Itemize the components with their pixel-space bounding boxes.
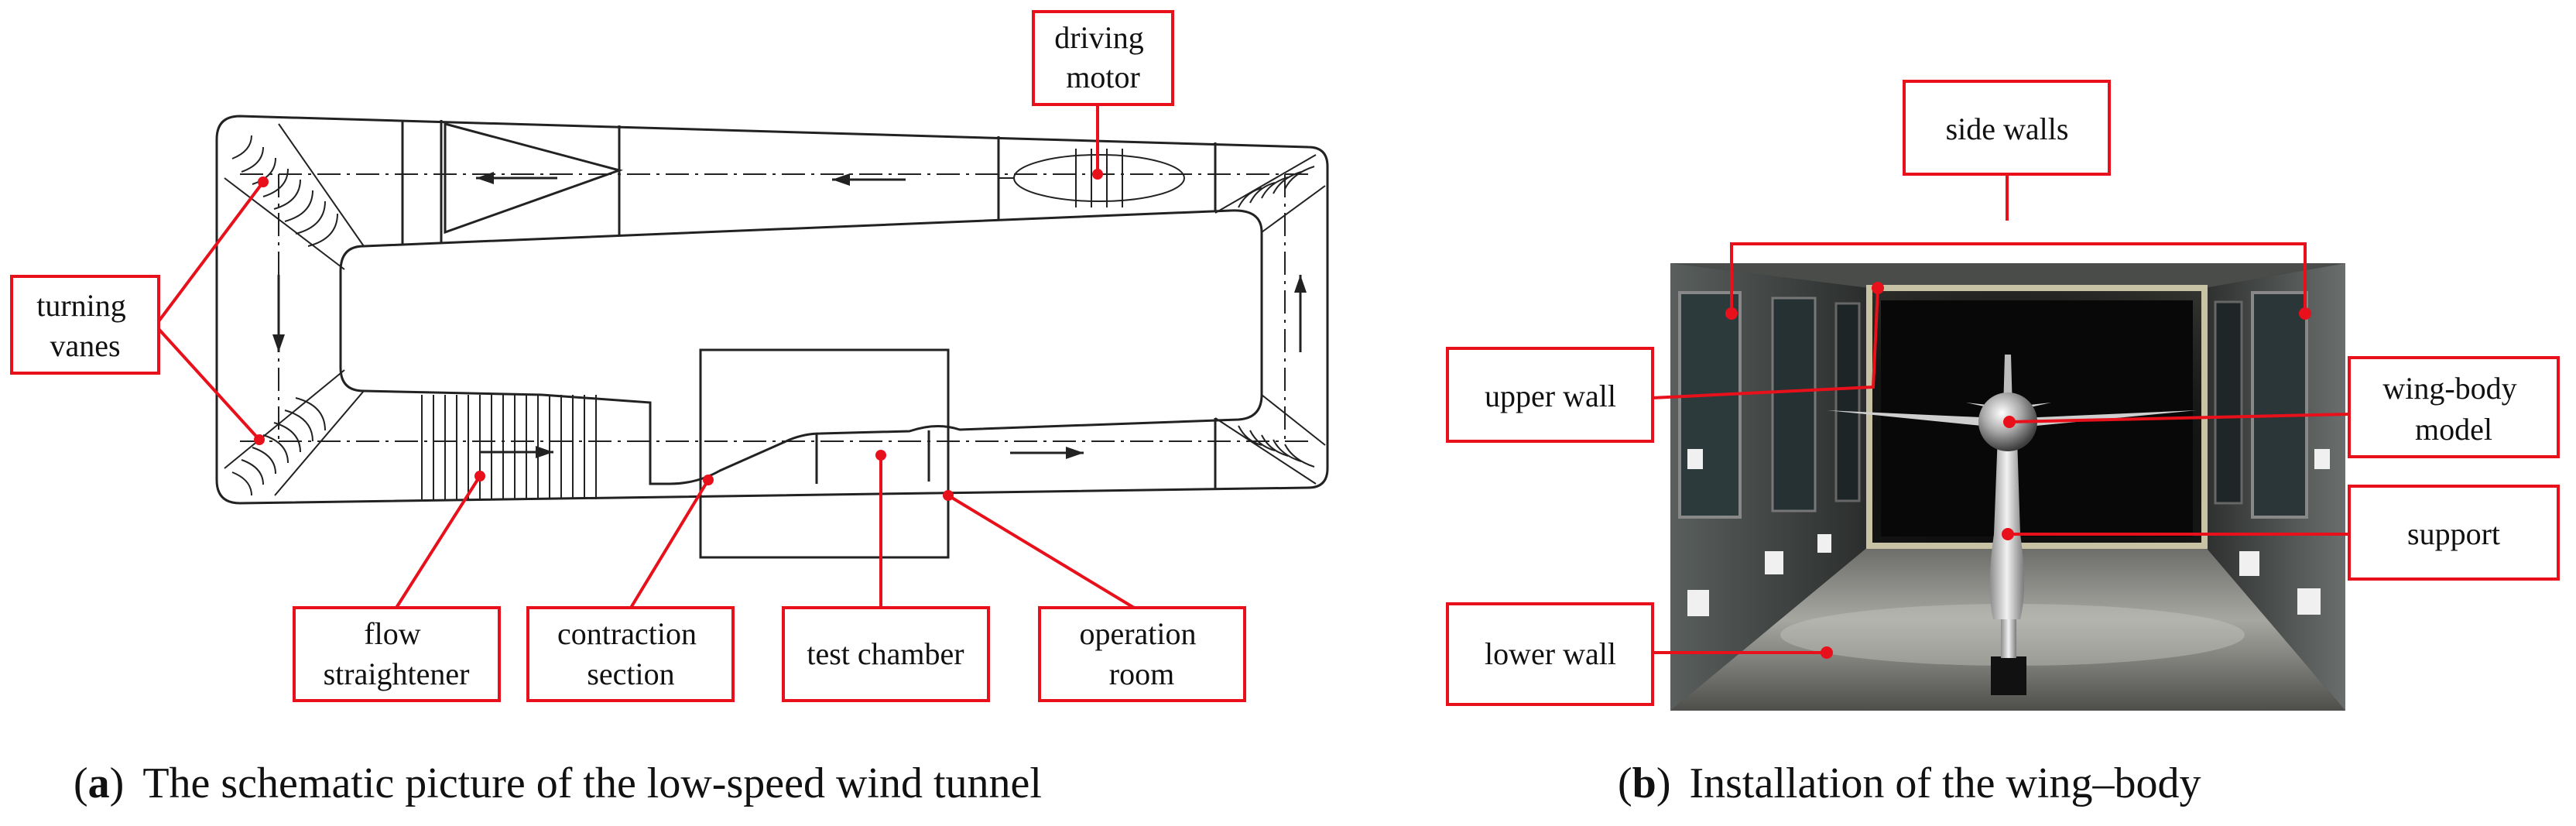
driving-motor-box	[1032, 10, 1174, 106]
photo-support-strut	[1989, 414, 2024, 619]
panel-b-callouts	[1446, 80, 2560, 706]
operation-room-label: operation room	[1079, 616, 1204, 691]
tunnel-inner-outline	[339, 209, 1263, 485]
photo-support-base	[1991, 656, 2026, 695]
upper-wall-label: upper wall	[1485, 379, 1616, 413]
flow-arrow	[1010, 447, 1084, 459]
callout-dot	[2002, 528, 2014, 540]
photo-ceiling	[1670, 263, 2345, 288]
driving-motor-label: driving motor	[1054, 20, 1152, 94]
operation-room-box	[699, 348, 950, 559]
flow-arrow	[272, 275, 285, 352]
wind-tunnel-schematic	[215, 115, 1329, 559]
photo-wall-panel	[1678, 291, 1742, 519]
panel-a-caption: (a)The schematic picture of the low-spee…	[74, 759, 1042, 807]
callout-dot	[1092, 169, 1103, 180]
wind-tunnel-photo	[1670, 263, 2345, 711]
turning-vanes-corner	[1214, 154, 1326, 233]
callout-dot	[2299, 307, 2311, 320]
turning-vanes-corner	[224, 369, 365, 496]
side-walls-label: side walls	[1946, 111, 2069, 146]
callout-dot	[2003, 416, 2016, 428]
flow-arrow	[1294, 275, 1307, 352]
turning-vanes-label: turning vanes	[36, 288, 134, 363]
photo-wall-panel	[1771, 296, 1817, 512]
operation-room-label-box	[1038, 606, 1246, 702]
panel-b-callout-dots	[1725, 282, 2311, 659]
callout-dot	[1821, 646, 1833, 659]
flow-straightener-label: flow straightener	[324, 616, 470, 691]
callout-dot	[254, 434, 265, 445]
photo-floor-lights	[1687, 449, 2330, 616]
contraction-section-label: contraction section	[557, 616, 704, 691]
callout-dot	[474, 471, 485, 482]
turning-vanes-corner	[224, 123, 365, 270]
panel-a-callouts	[10, 10, 1246, 702]
lower-wall-label: lower wall	[1485, 636, 1616, 671]
photo-wall-panel	[1834, 302, 1861, 502]
contraction-section-box	[526, 606, 735, 702]
callout-dot	[258, 177, 269, 187]
panel-a-callout-dots	[254, 169, 1103, 501]
flow-straightener-grid	[421, 395, 597, 499]
panel-b-caption: (b)Installation of the wing–body	[1618, 759, 2201, 807]
callout-dot	[943, 490, 954, 501]
callout-dot	[1725, 307, 1738, 320]
callout-dot	[703, 475, 714, 485]
fan-motor	[999, 149, 1185, 207]
wing-body-model-label: wing-body model	[2382, 371, 2524, 447]
flow-arrow	[476, 172, 557, 184]
wing-body-model-box	[2348, 356, 2560, 458]
diffuser-cone	[444, 122, 624, 235]
test-chamber-label: test chamber	[807, 636, 964, 671]
callout-dot	[1872, 282, 1884, 294]
turning-vanes-corner	[1214, 394, 1326, 485]
photo-wall-panel	[2251, 291, 2308, 519]
upper-wall-box	[1446, 347, 1654, 443]
support-label: support	[2407, 516, 2500, 551]
photo-wing	[1827, 410, 1997, 427]
photo-wall-panel	[2214, 300, 2243, 505]
test-chamber-box	[782, 606, 990, 702]
flow-arrow	[832, 173, 906, 186]
turning-vanes-box	[10, 275, 160, 375]
tunnel-outer-outline	[215, 115, 1329, 505]
callout-dot	[875, 450, 886, 461]
photo-support-column	[2001, 619, 2016, 658]
